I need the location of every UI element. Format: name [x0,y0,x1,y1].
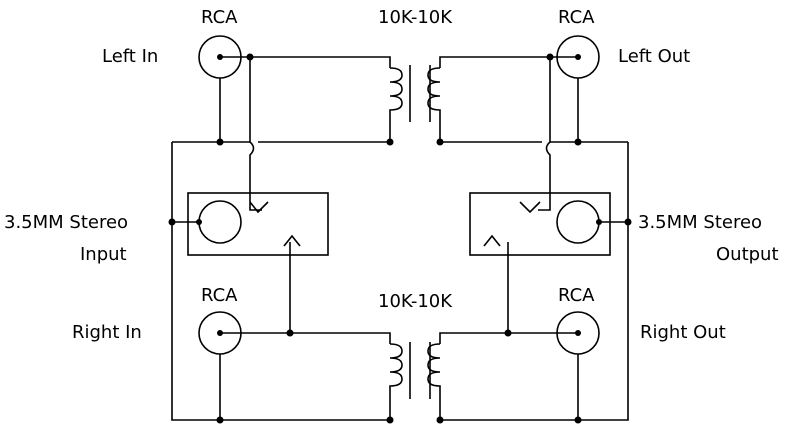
right-in-label: Right In [72,322,142,343]
output-label-line2: Output [716,244,779,265]
top-secondary-coil [427,67,441,142]
left-out-label: Left Out [618,46,691,67]
rca-bottom-left-label: RCA [201,285,238,306]
rca-left-out-pin [575,54,581,60]
outer-frame-left [171,142,390,421]
junction [286,329,294,337]
junction [574,416,582,424]
junction [246,53,254,61]
junction [168,218,176,226]
rca-top-right-label: RCA [558,7,595,28]
input-label-line2: Input [80,244,127,265]
junction [196,219,202,225]
junction [574,138,582,146]
top-secondary-lead [439,56,578,68]
rca-bottom-right-label: RCA [558,285,595,306]
junction [216,138,224,146]
bottom-secondary-coil [427,343,441,420]
junction [436,138,444,146]
top-primary-coil [389,67,403,142]
junction [546,53,554,61]
junction [386,138,394,146]
junction [436,416,444,424]
bottom-secondary-lead [439,332,578,344]
output-label-line1: 3.5MM Stereo [638,212,763,233]
junction [216,416,224,424]
rca-top-left-label: RCA [201,7,238,28]
transformer-bottom-label: 10K-10K [378,291,453,312]
transformer-top-label: 10K-10K [378,7,453,28]
junction [624,218,632,226]
junction [386,416,394,424]
rca-right-in-wire [220,332,391,344]
input-jack-tip-right [283,234,301,247]
input-jack-ring [198,200,242,244]
input-label-line1: 3.5MM Stereo [4,212,129,233]
output-jack-ring [556,200,600,244]
input-jack-body [187,192,329,256]
output-jack-body [469,192,611,256]
left-in-label: Left In [102,46,159,67]
input-jack-tip-left [249,201,269,214]
outer-frame-right [440,142,629,421]
rca-right-out-pin [575,330,581,336]
output-jack-tip-left [519,201,541,214]
output-jack-tip-right [483,234,501,247]
right-out-label: Right Out [640,322,726,343]
junction [504,329,512,337]
rca-left-in-wire [220,56,391,68]
bottom-primary-coil [389,343,403,420]
top-right-signal-drop [538,57,551,211]
junction [596,219,602,225]
top-left-signal-drop [249,57,262,211]
